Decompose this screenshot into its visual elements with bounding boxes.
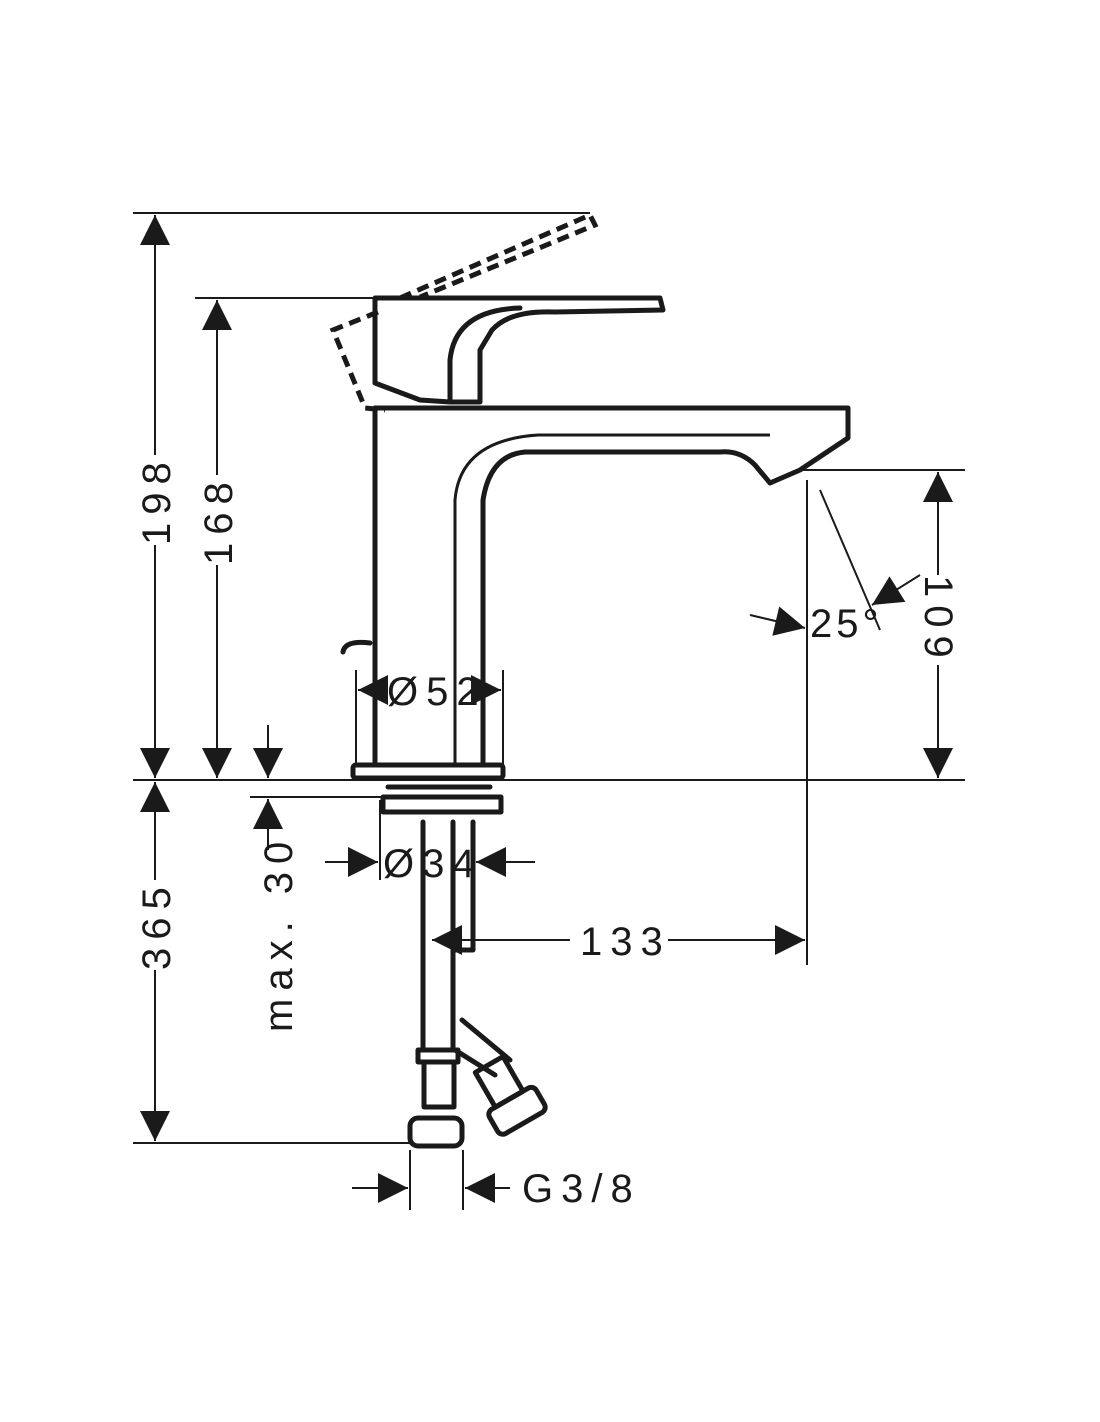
dimension-133: 133 [580,920,671,964]
dimension-max-30: max. 30 [257,834,301,1032]
extension-lines [133,212,965,1210]
dimension-g3-8: G3/8 [522,1167,641,1211]
dimension-365: 365 [135,879,179,970]
dimension-lines [140,215,953,1203]
dimension-109: 109 [916,575,960,666]
faucet-outline [329,211,851,1149]
dimension-angle-25: 25° [810,602,883,646]
dimension-168: 168 [197,474,241,565]
dimension-198: 198 [135,454,179,545]
dimension-diameter-34: Ø34 [383,842,483,886]
dimension-diameter-52: Ø52 [387,670,487,714]
